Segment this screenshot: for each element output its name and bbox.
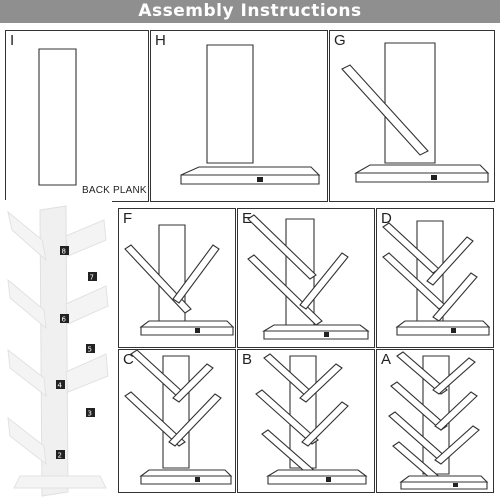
screw-mark — [451, 328, 456, 333]
shelf-board-3 — [255, 389, 319, 445]
assembled-shelf-photo: 8 7 6 5 4 3 2 — [0, 200, 112, 500]
panel-step-e: E — [237, 208, 375, 348]
step-h-drawing — [180, 44, 321, 185]
shelf-board-right — [299, 252, 349, 310]
base-plank-front — [140, 326, 234, 336]
shelf-board-6 — [434, 425, 480, 465]
screw-mark — [195, 477, 200, 482]
step-c-drawing — [124, 350, 233, 485]
base-plank-front — [355, 172, 489, 183]
step-letter: F — [123, 210, 133, 227]
back-plank — [384, 42, 436, 164]
page-title: Assembly Instructions — [138, 1, 362, 21]
shelf-label: 2 — [58, 452, 62, 460]
shelf-label: 7 — [90, 274, 94, 282]
base-plank-front — [263, 330, 369, 340]
shelf-board-upper — [247, 214, 317, 280]
screw-mark — [257, 177, 263, 182]
base-plank-front — [396, 326, 490, 336]
base-plank-front — [180, 174, 320, 185]
base-plank-top — [353, 164, 490, 174]
shelf-board-3 — [390, 381, 448, 431]
panel-step-d: D — [376, 208, 494, 348]
back-plank — [38, 48, 77, 186]
back-plank-drawing — [38, 48, 77, 186]
step-letter: D — [381, 210, 392, 227]
panel-step-b: B — [237, 349, 375, 493]
step-f-drawing — [124, 224, 235, 336]
panel-step-h: H — [150, 30, 328, 202]
base-plank-top — [266, 469, 368, 477]
back-plank — [206, 44, 254, 164]
screw-mark — [326, 477, 331, 482]
step-letter: H — [155, 32, 166, 49]
base-plank-front — [267, 475, 367, 485]
step-e-drawing — [247, 214, 370, 340]
step-d-drawing — [382, 220, 491, 336]
shelf-label: 6 — [62, 316, 67, 324]
step-a-drawing — [388, 351, 489, 490]
shelf-number-labels: 8 7 6 5 4 3 2 — [56, 246, 97, 460]
shelf-board-right-lower — [432, 272, 478, 322]
shelf-label: 4 — [58, 382, 63, 390]
base-plank-front — [140, 475, 232, 485]
shelf-board — [341, 64, 429, 156]
shelf-board-4 — [168, 393, 222, 447]
step-b-drawing — [255, 353, 368, 485]
shelf-label: 5 — [88, 346, 92, 354]
back-plank-label: BACK PLANK — [82, 185, 147, 196]
step-letter: E — [242, 210, 253, 227]
shelf-label: 3 — [88, 410, 92, 418]
base-plank-top — [139, 320, 235, 328]
step-letter: B — [242, 351, 253, 368]
shelf-board-2 — [432, 357, 476, 395]
panel-step-g: G — [329, 30, 495, 202]
base-plank-top — [395, 320, 491, 328]
back-plank — [289, 355, 317, 469]
shelf-board-right — [172, 244, 220, 304]
panel-step-i: I BACK PLANK — [5, 30, 149, 202]
shelf-board-1 — [396, 351, 448, 395]
back-plank — [162, 355, 190, 469]
base-plank-top — [180, 166, 321, 176]
shelf-board-left — [124, 244, 192, 314]
panel-step-f: F — [118, 208, 236, 348]
shelf-board-3 — [124, 391, 186, 447]
step-letter: I — [10, 32, 15, 49]
shelf-board-2 — [172, 363, 214, 403]
shelf-board-4 — [301, 401, 349, 447]
base-plank-top — [262, 324, 370, 332]
screw-mark — [453, 483, 458, 487]
shelf-label: 8 — [62, 248, 66, 256]
panel-step-a: A — [376, 349, 494, 493]
step-letter: G — [334, 32, 346, 49]
shelf-board-2 — [299, 363, 343, 403]
base-plank-front — [400, 481, 488, 490]
step-letter: C — [123, 351, 134, 368]
step-letter: A — [381, 351, 392, 368]
screw-mark — [324, 332, 329, 337]
screw-mark — [195, 328, 200, 333]
base-plank-top — [399, 475, 489, 483]
base-plank-top — [139, 469, 233, 477]
step-g-drawing — [341, 42, 490, 183]
title-banner: Assembly Instructions — [0, 0, 500, 23]
panel-step-c: C — [118, 349, 236, 493]
shelf-board-right-upper — [426, 236, 474, 286]
screw-mark — [431, 175, 437, 180]
shelf-board-4 — [434, 391, 478, 431]
